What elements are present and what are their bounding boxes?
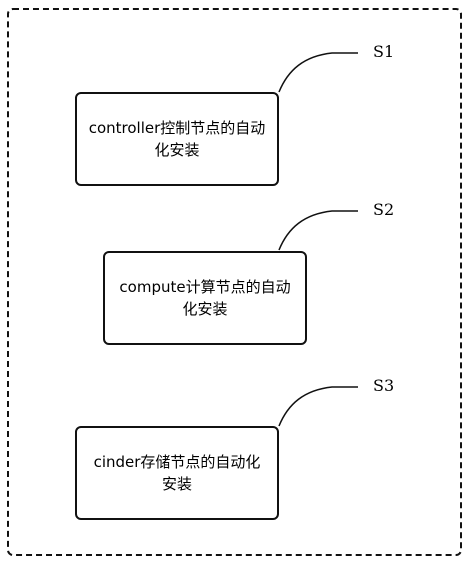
step-box-controller: controller控制节点的自动化安装 [75,92,279,186]
step-text-compute: compute计算节点的自动化安装 [119,278,291,318]
step-label-s3: S3 [373,376,395,395]
step-label-s1: S1 [373,42,395,61]
step-text-cinder: cinder存储节点的自动化安装 [93,453,261,493]
leader-line-s3 [278,386,358,427]
outer-dashed-frame [7,8,462,556]
step-label-s2: S2 [373,200,395,219]
step-box-cinder: cinder存储节点的自动化安装 [75,426,279,520]
leader-line-s1 [278,52,358,93]
step-box-compute: compute计算节点的自动化安装 [103,251,307,345]
step-text-controller: controller控制节点的自动化安装 [88,119,266,159]
leader-line-s2 [278,210,358,251]
